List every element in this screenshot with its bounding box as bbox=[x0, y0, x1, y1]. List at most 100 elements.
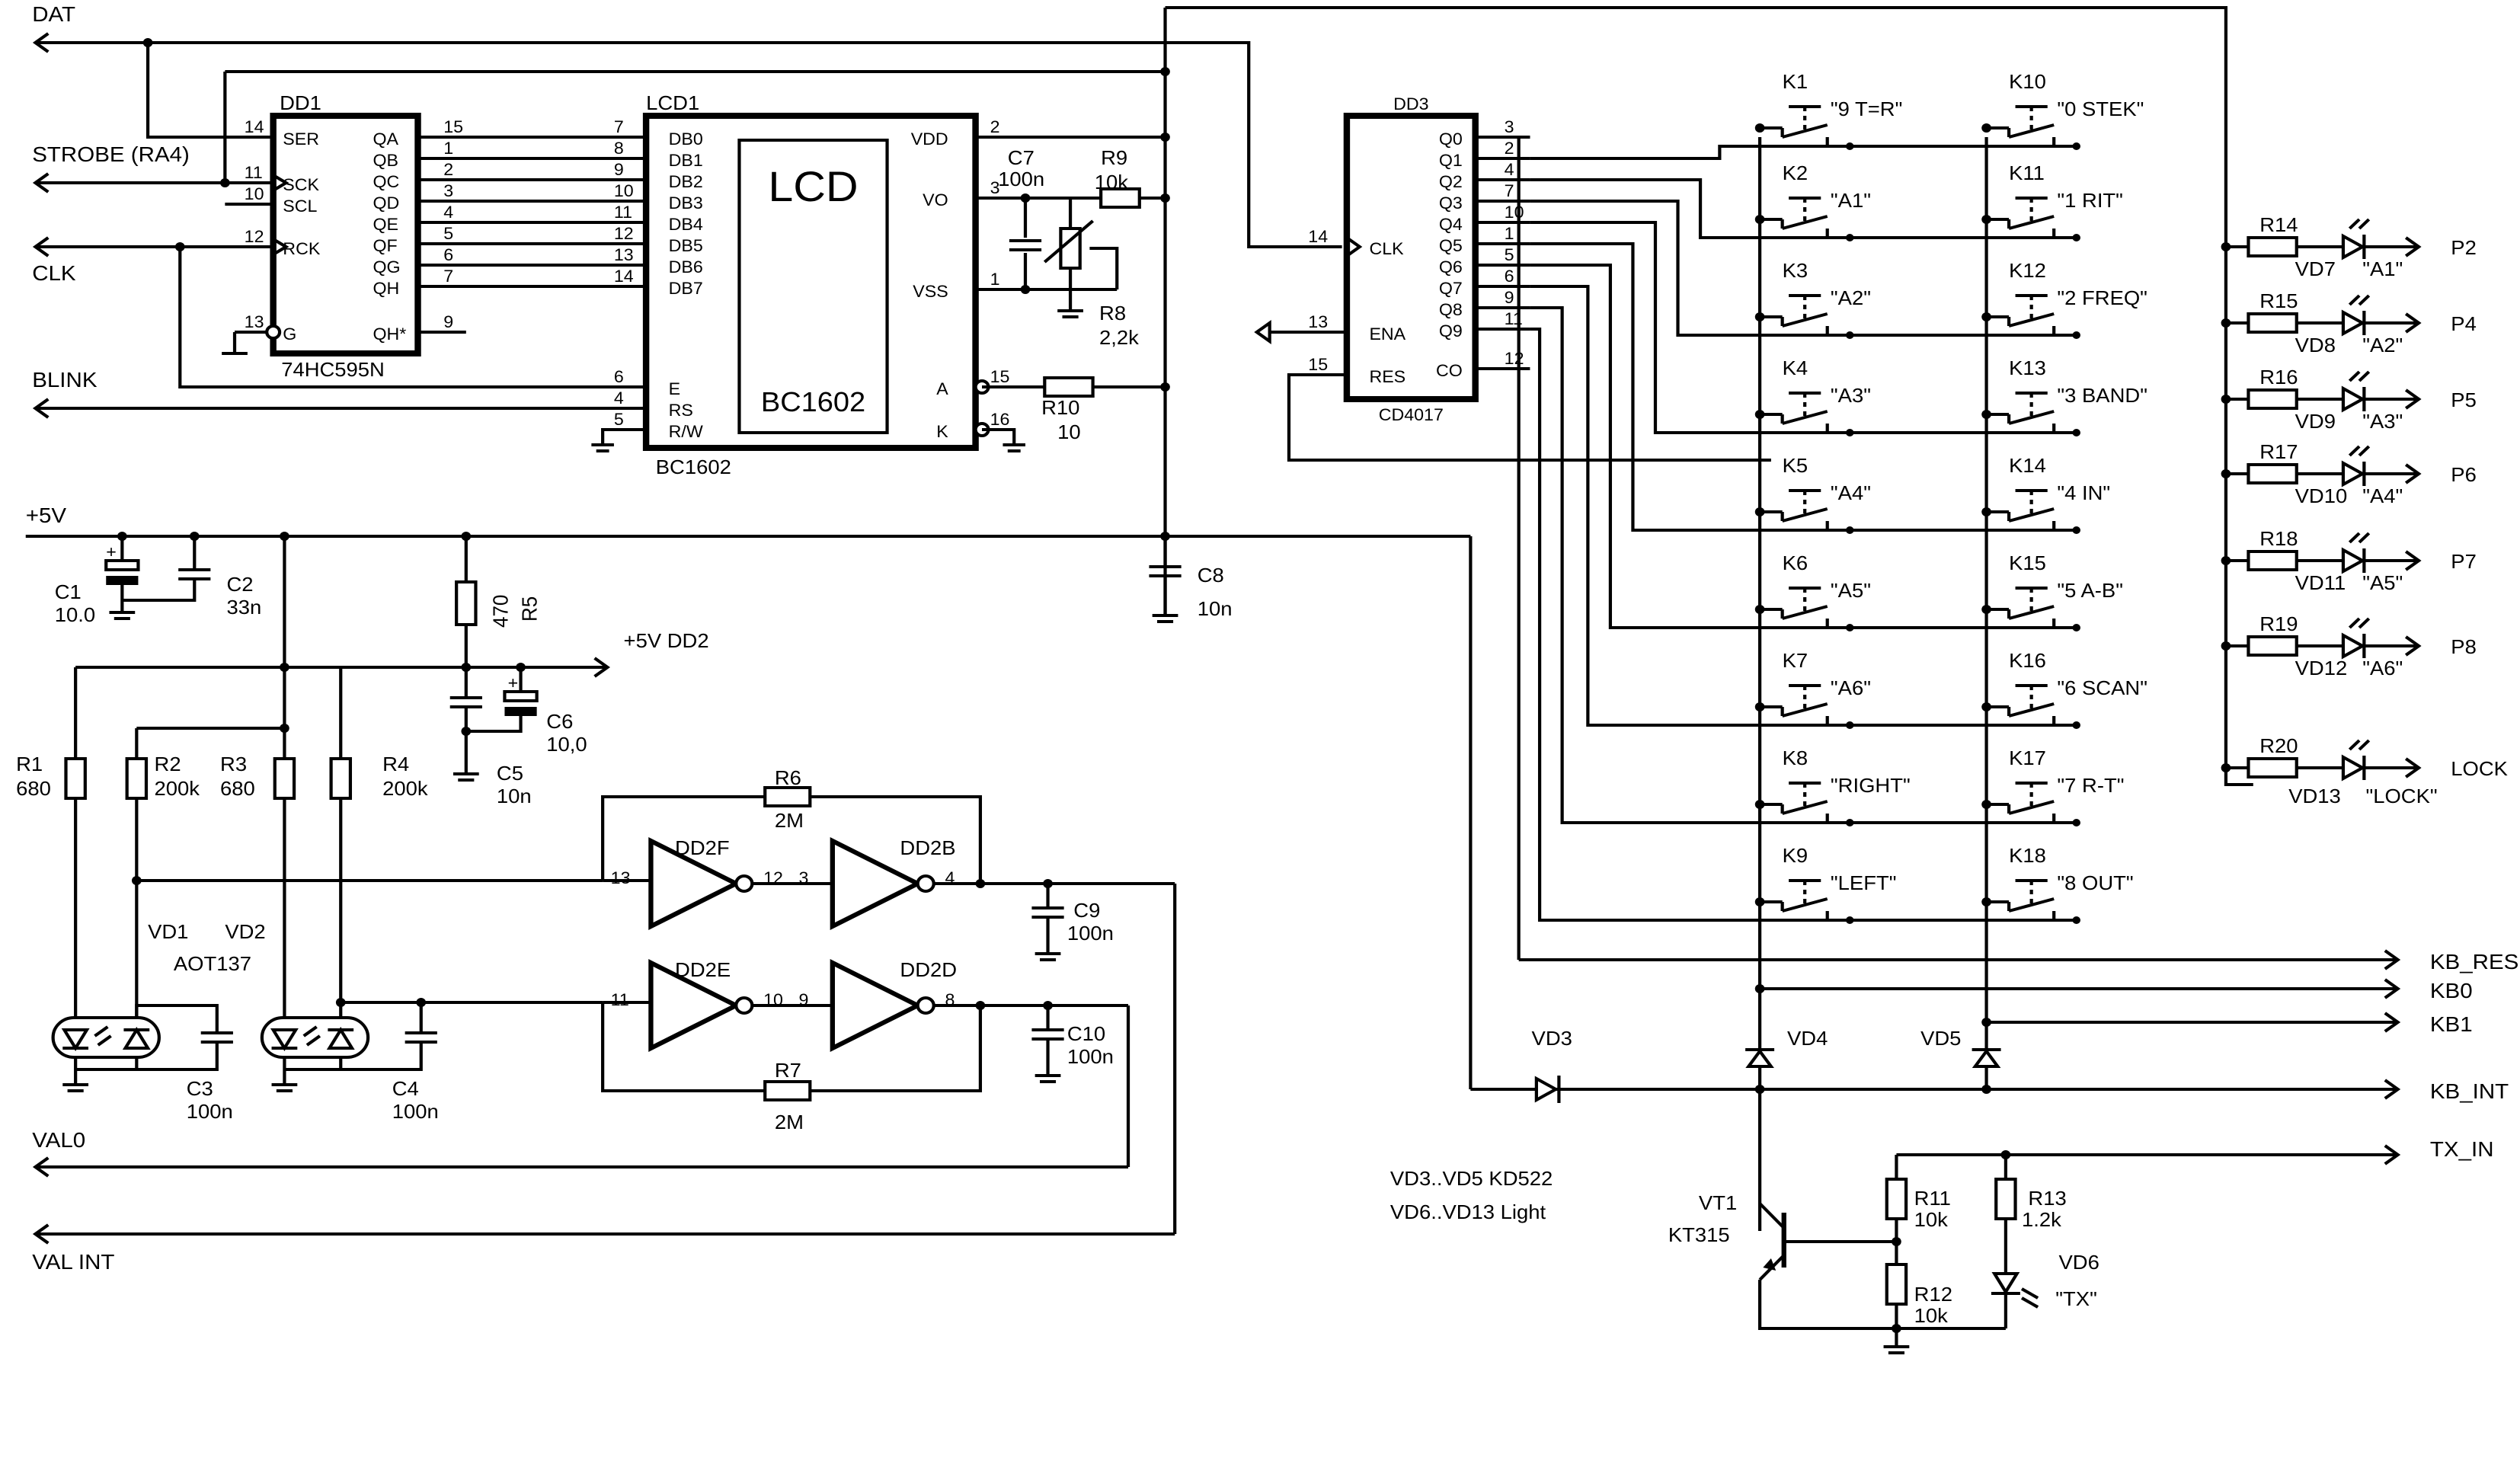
dd1-pin-num: 1 bbox=[443, 139, 453, 158]
vcc-label: +5V bbox=[26, 504, 67, 528]
key-ref: K14 bbox=[2009, 455, 2046, 477]
note-diodes: VD3..VD5 KD522 bbox=[1390, 1168, 1553, 1190]
led-channel bbox=[2221, 617, 2422, 660]
dd3-pin-name: RES bbox=[1369, 368, 1406, 386]
key-ref: K17 bbox=[2009, 747, 2046, 769]
dd3-pin-name: CLK bbox=[1369, 240, 1403, 258]
led-indicators: R14VD7"A1"P2R15VD8"A2"P4R16VD9"A3"P5R17V… bbox=[2221, 214, 2508, 807]
lcd-pin-num: 12 bbox=[614, 225, 634, 243]
key-ref: K11 bbox=[2009, 162, 2045, 184]
c6-ref: C6 bbox=[546, 711, 573, 733]
r4-ref: R4 bbox=[382, 753, 409, 775]
dd1-pin-num: 5 bbox=[443, 225, 453, 243]
c9-ref: C9 bbox=[1073, 900, 1100, 922]
led-res-ref: R19 bbox=[2259, 613, 2298, 635]
dd1-pin-num: 4 bbox=[443, 203, 453, 222]
strobe-label: STROBE (RA4) bbox=[32, 143, 190, 167]
dd1-pin-name: SCL bbox=[283, 197, 317, 216]
c5-ref: C5 bbox=[497, 762, 523, 785]
dd2f-out: 12 bbox=[763, 869, 783, 887]
dd2b-out: 4 bbox=[945, 869, 955, 887]
c4-ref: C4 bbox=[392, 1078, 419, 1100]
dd1-pin-name: SER bbox=[283, 130, 319, 149]
kb-res-label: KB_RES bbox=[2430, 951, 2519, 974]
key-label: "0 STEK" bbox=[2057, 98, 2144, 120]
dd1-pin-name: RCK bbox=[283, 240, 320, 258]
r1-ref: R1 bbox=[16, 753, 43, 775]
lcd-pin-num: 5 bbox=[614, 411, 624, 429]
key-ref: K1 bbox=[1783, 71, 1808, 93]
r13-value: 1.2k bbox=[2022, 1209, 2061, 1231]
dd2b-in: 3 bbox=[799, 869, 809, 887]
dd1-pin-num: 7 bbox=[443, 267, 453, 286]
key-ref: K7 bbox=[1783, 650, 1808, 672]
r10-ref: R10 bbox=[1041, 397, 1079, 419]
dd3-pin-num: 12 bbox=[1505, 350, 1524, 368]
dd2d-out: 8 bbox=[945, 991, 955, 1009]
vt1-part: KT315 bbox=[1668, 1224, 1730, 1246]
dd1-pin-num: 2 bbox=[443, 161, 453, 179]
val0-label: VAL0 bbox=[32, 1129, 85, 1152]
key-label: "A1" bbox=[1831, 190, 1871, 212]
inverter-section: R6 2M DD2F 13 12 DD2B 3 4 C9 100n R7 2M bbox=[32, 767, 1177, 1274]
dd1-pin-name: QH* bbox=[373, 325, 406, 344]
tx-in-label: TX_IN bbox=[2430, 1138, 2494, 1162]
r11-value: 10k bbox=[1914, 1209, 1949, 1231]
lcd-pin-name: RS bbox=[669, 401, 693, 420]
led-res-ref: R18 bbox=[2259, 528, 2298, 550]
lcd-pin-num: 14 bbox=[614, 267, 634, 286]
dd3-pin-num: 7 bbox=[1505, 182, 1514, 200]
key-label: "9 T=R" bbox=[1831, 98, 1902, 120]
led-label: "A3" bbox=[2362, 411, 2403, 433]
lcd-pin-name: DB6 bbox=[669, 258, 703, 277]
kb-int-label: KB_INT bbox=[2430, 1080, 2509, 1104]
key-label: "A5" bbox=[1831, 580, 1871, 602]
c7-ref: C7 bbox=[1008, 147, 1035, 169]
dd1-pin-num: 11 bbox=[245, 164, 263, 182]
c3-value: 100n bbox=[187, 1101, 233, 1123]
key-switch[interactable] bbox=[1986, 197, 2080, 241]
c3-ref: C3 bbox=[187, 1078, 213, 1100]
c8-value: 10n bbox=[1198, 598, 1233, 620]
r8-ref: R8 bbox=[1099, 302, 1126, 324]
led-label: "LOCK" bbox=[2365, 785, 2437, 807]
vd3-ref: VD3 bbox=[1532, 1028, 1572, 1050]
power-rail: +5V + C1 10.0 C2 33n C8 10n bbox=[26, 504, 1473, 1089]
r9-value: 10k bbox=[1095, 171, 1129, 193]
dd1-pin-num: 6 bbox=[443, 246, 453, 264]
led-ref: VD9 bbox=[2295, 411, 2336, 433]
dd3-pin-name: Q6 bbox=[1439, 258, 1463, 277]
lcd-screen bbox=[737, 139, 889, 434]
dd2e-in: 11 bbox=[611, 991, 629, 1009]
dd3-pin-name: Q4 bbox=[1439, 216, 1463, 234]
led-res-ref: R16 bbox=[2259, 366, 2298, 388]
vcc-dd2-label: +5V DD2 bbox=[624, 630, 709, 652]
kb-outputs: KB_RES KB0 KB1 KB_INT VD3 VD4 VD5 bbox=[1470, 853, 2518, 1231]
key-label: "1 RIT" bbox=[2057, 190, 2123, 212]
dd2d-ref: DD2D bbox=[900, 959, 957, 981]
clk-label: CLK bbox=[32, 262, 75, 286]
optocoupler-section: R1 680 R2 200k R3 680 R4 200k VD1 VD2 AO… bbox=[16, 536, 603, 1123]
led-port: P6 bbox=[2451, 464, 2477, 486]
r5-ref: R5 bbox=[518, 596, 542, 622]
led-ref: VD12 bbox=[2295, 657, 2348, 679]
dd1-part: 74HC595N bbox=[281, 359, 385, 381]
r9-ref: R9 bbox=[1101, 147, 1127, 169]
lcd-pin-num: 7 bbox=[614, 118, 624, 136]
r11-ref: R11 bbox=[1914, 1188, 1951, 1210]
dd1-ref: DD1 bbox=[280, 92, 321, 114]
key-label: "4 IN" bbox=[2057, 482, 2110, 504]
r3-value: 680 bbox=[220, 778, 255, 800]
dd3-pin-name: CO bbox=[1436, 362, 1463, 380]
lcd-pin-num: 10 bbox=[614, 182, 634, 200]
c1-value: 10.0 bbox=[55, 604, 95, 626]
c7-value: 100n bbox=[998, 168, 1044, 190]
led-channel bbox=[2221, 445, 2422, 488]
dd1-pin-name: QE bbox=[373, 216, 398, 234]
led-channel bbox=[2221, 370, 2422, 413]
dd1-pin-num: 10 bbox=[245, 185, 264, 203]
c2-ref: C2 bbox=[226, 574, 253, 596]
dd3-pin-num: 5 bbox=[1505, 246, 1514, 264]
key-label: "7 R-T" bbox=[2057, 775, 2124, 797]
key-ref: K16 bbox=[2009, 650, 2046, 672]
